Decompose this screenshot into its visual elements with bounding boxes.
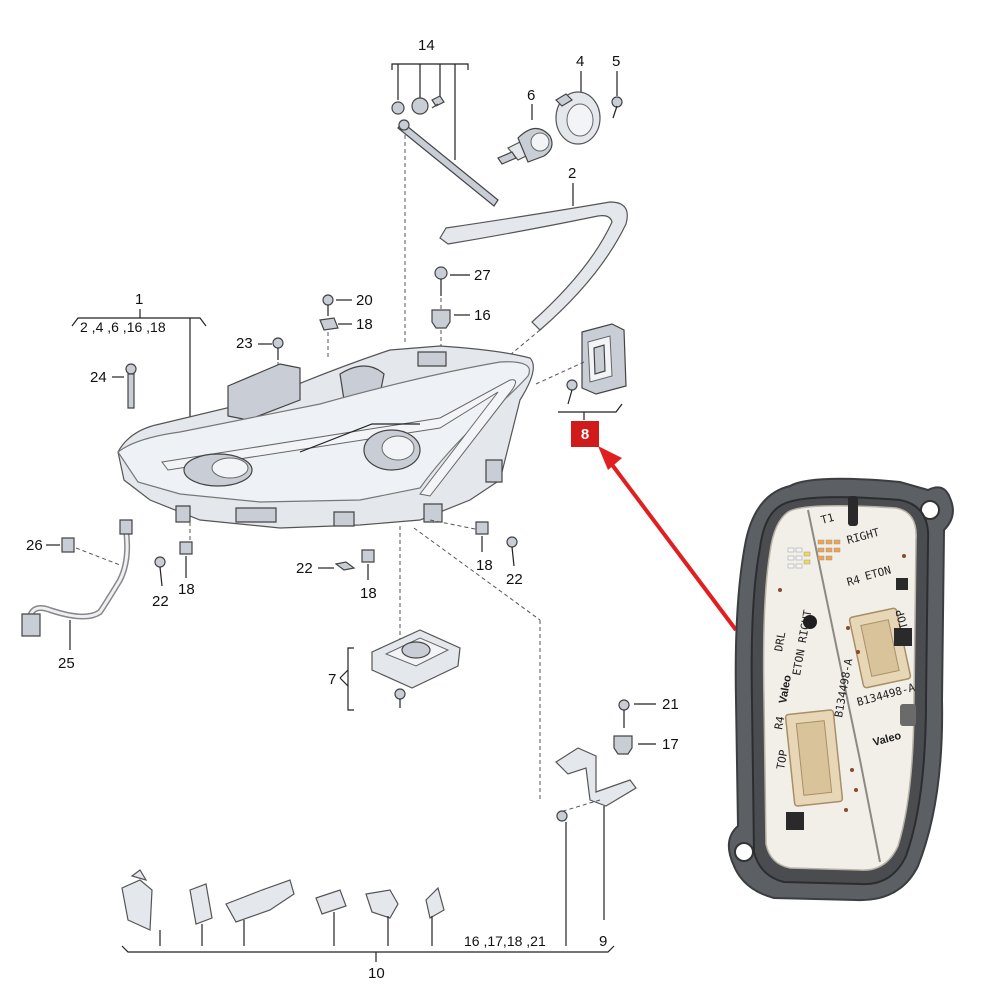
callout-8-highlight [571,421,599,447]
part-22-18-left: 18 22 [152,541,195,610]
connector-bottom [784,709,844,807]
callout-22b: 22 [296,560,313,577]
pcb-label-t1: T1 [819,511,835,527]
part-6-bulb: 6 [497,87,553,165]
part-27-screw: 27 [434,266,491,310]
led-array-amber [817,539,841,561]
part-20-screw: 20 [322,292,373,316]
led-array-white [787,547,811,569]
part-22-18-center: 22 18 [296,549,377,602]
drl-light-guide [161,379,516,497]
callout-1-sub: 2 ,4 ,6 ,16 ,18 [80,319,166,335]
callout-22c: 22 [506,571,523,588]
callout-6: 6 [527,87,535,104]
qr-code-top [894,628,912,646]
part-17-nut: 17 [613,735,679,755]
pcb-label-r4b: R4 [772,715,787,731]
callout-22a: 22 [152,593,169,610]
callout-10-sub: 16 ,17,18 ,21 [464,933,546,949]
callout-17: 17 [662,736,679,753]
part-25-26-harness: 26 25 [21,519,133,672]
arrow-shaft [608,460,738,632]
callout-25: 25 [58,655,75,672]
wire-25 [27,529,131,620]
part-10-bracket-set: 16 ,17,18 ,21 10 [121,869,615,982]
callout-8: 8 [581,426,589,443]
callout-23: 23 [236,335,253,352]
pcb-stud [848,496,858,526]
pcb-label-drl: DRL [772,630,788,652]
screw-14 [431,95,445,109]
qr-code-bottom [786,812,804,830]
part-24-bolt: 24 [90,363,137,409]
part-7-control-unit: 7 [328,629,461,711]
callout-10: 10 [368,965,385,982]
part-18-clip-a: 18 [319,316,373,360]
callout-18c: 18 [360,585,377,602]
callout-4: 4 [576,53,584,70]
pcb-label-top1: TOP [893,608,911,631]
callout-14: 14 [418,37,435,54]
arrow-head [598,446,622,470]
callout-7: 7 [328,671,336,688]
callout-9: 9 [599,933,607,950]
part-23-screw: 23 [236,335,284,380]
part-22-18-right: 18 22 [475,521,523,588]
qr-code-small [896,578,908,590]
part-4-cap: 4 [555,53,601,145]
callout-16: 16 [474,307,491,324]
callout-18b: 18 [178,581,195,598]
callout-27: 27 [474,267,491,284]
part-14-group: 14 [391,37,499,345]
callout-2: 2 [568,165,576,182]
callout-24: 24 [90,369,107,386]
highlight-arrow [598,446,738,632]
part-5-screw: 5 [611,53,623,119]
callout-1: 1 [135,291,143,308]
pcb-label-r4a: R4 [845,573,862,589]
pcb-label-top2: TOP [774,748,790,770]
nut-14 [391,101,405,115]
callout-20: 20 [356,292,373,309]
mount-hole-top [920,500,940,520]
callout-18d: 18 [476,557,493,574]
trim-strip-shape [439,201,628,331]
mount-hole-bottom [734,842,754,862]
led-board-photo: T1 RIGHT R4 ETON TOP DRL ETON RIGHT B134… [727,477,954,902]
part-16-nut: 16 [431,307,491,350]
washer-14 [411,97,429,115]
callout-21: 21 [662,696,679,713]
callout-26: 26 [26,537,43,554]
pcb-sensor [803,615,817,629]
part-21-screw: 21 [618,696,679,728]
pcb-brand-valeo1: Valeo [777,674,794,705]
pcb-component [900,704,916,726]
callout-5: 5 [612,53,620,70]
part-1-headlight: 1 2 ,4 ,6 ,16 ,18 [71,291,541,800]
part-9-bracket: 9 [555,747,637,950]
callout-18a: 18 [356,316,373,333]
part-8-module: 8 [535,323,627,447]
rod-14 [397,121,499,207]
